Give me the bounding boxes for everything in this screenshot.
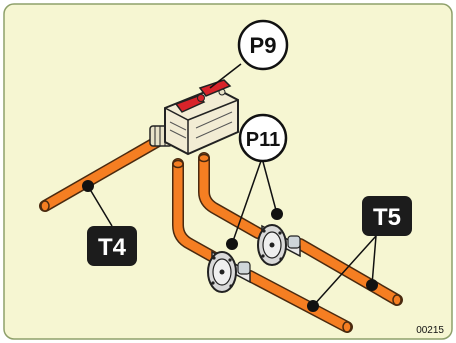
callout-t4: T4: [87, 226, 137, 266]
pipe-bend-left: [172, 158, 221, 264]
leader-dots: [82, 180, 378, 312]
pipe-t4: [39, 134, 166, 212]
leader-lines: [87, 63, 377, 307]
flow-sensor-icon: [207, 250, 251, 293]
pipe-t5-upper: [294, 238, 403, 306]
flow-sensor-icon: [257, 224, 301, 266]
callout-p11-text: P11: [246, 129, 280, 151]
pipe-t5-lower: [244, 270, 353, 333]
callout-p11: P11: [238, 113, 288, 163]
pipe-bend-right: [198, 152, 264, 239]
callout-t5: T5: [362, 196, 412, 236]
valve-block-icon: [149, 79, 239, 156]
pipes: [39, 134, 403, 333]
callout-p9: P9: [237, 19, 289, 71]
callout-t5-text: T5: [373, 204, 401, 231]
reference-code: 00215: [416, 325, 444, 336]
pipe-ends: [40, 153, 402, 333]
callout-t4-text: T4: [98, 234, 127, 261]
callout-p9-text: P9: [250, 33, 277, 58]
